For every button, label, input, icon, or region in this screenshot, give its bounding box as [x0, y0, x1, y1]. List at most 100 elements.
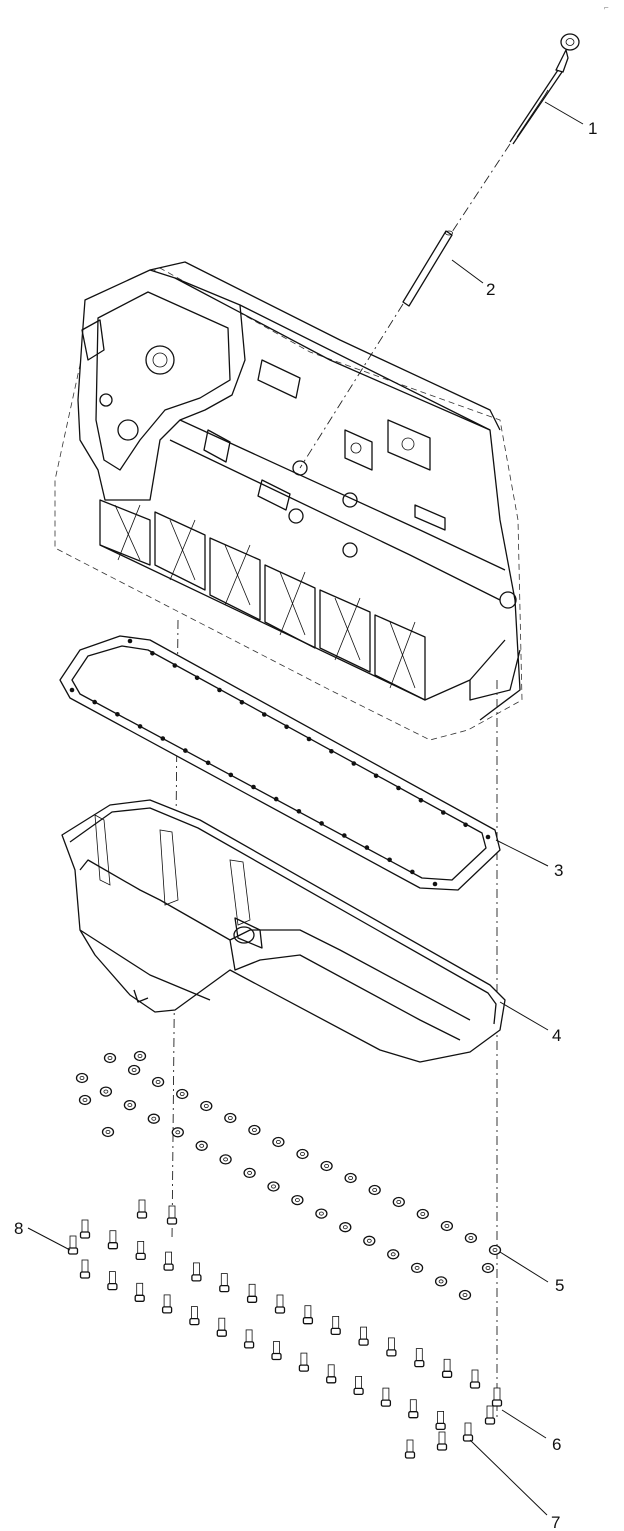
callout-6: 6: [552, 1435, 561, 1454]
washer: [368, 1184, 381, 1196]
gasket-hole: [284, 724, 289, 730]
bolt: [302, 1305, 314, 1325]
gasket-hole: [342, 833, 347, 838]
washer: [363, 1235, 376, 1246]
bolt: [380, 1387, 392, 1407]
gasket-hole: [296, 809, 302, 814]
washer: [78, 1094, 92, 1106]
gasket-hole: [432, 881, 438, 887]
washer: [291, 1194, 304, 1206]
washer: [344, 1172, 357, 1184]
washer: [434, 1276, 448, 1287]
callout-7: 7: [551, 1513, 560, 1531]
gasket-hole: [319, 821, 324, 826]
washers: [75, 1050, 502, 1301]
gasket-hole: [115, 712, 120, 717]
washer: [410, 1262, 424, 1274]
callout-4: 4: [552, 1026, 561, 1045]
gasket-hole: [251, 784, 256, 790]
gasket-hole: [441, 810, 446, 815]
gasket-hole: [150, 651, 155, 656]
washer: [267, 1181, 280, 1192]
dipstick: [509, 33, 580, 145]
gasket-hole: [410, 869, 415, 875]
bolt: [462, 1422, 474, 1442]
callout-leaders: [27, 101, 584, 1516]
washer: [123, 1099, 137, 1111]
gasket-hole: [239, 700, 245, 705]
washer: [315, 1208, 328, 1219]
bolt: [107, 1271, 118, 1291]
washer: [151, 1076, 165, 1088]
gasket-hole: [92, 699, 97, 705]
engine-block: [54, 261, 523, 741]
dipstick-tube: [402, 230, 453, 307]
bolt: [136, 1199, 148, 1219]
bolt: [189, 1306, 200, 1326]
bolt: [358, 1326, 369, 1346]
bolt: [243, 1329, 255, 1349]
bolt: [216, 1317, 227, 1337]
bolt: [274, 1294, 286, 1314]
washer: [200, 1100, 213, 1112]
bolt: [436, 1431, 448, 1451]
oil-pan-gasket: [59, 635, 501, 891]
gasket-hole: [463, 822, 468, 828]
washer: [392, 1196, 405, 1208]
washer: [416, 1208, 429, 1220]
washer: [99, 1086, 113, 1097]
washer: [101, 1126, 115, 1138]
bolt: [414, 1348, 425, 1368]
bolt: [491, 1387, 503, 1407]
callout-2: 2: [486, 280, 495, 299]
washer: [176, 1088, 189, 1100]
washer: [458, 1289, 472, 1301]
washer: [481, 1262, 495, 1274]
gasket-hole: [69, 687, 75, 693]
gasket-hole: [306, 736, 312, 742]
bolt: [219, 1273, 230, 1293]
gasket-holes: [69, 638, 491, 887]
bolt: [404, 1439, 416, 1459]
bolt: [330, 1316, 341, 1336]
oil-pan: [61, 799, 506, 1063]
bolt: [353, 1376, 364, 1396]
bolt: [79, 1219, 91, 1239]
bolt: [161, 1294, 173, 1314]
bolt: [408, 1399, 419, 1419]
washer: [488, 1244, 502, 1256]
bolt: [441, 1358, 453, 1378]
washer: [103, 1052, 117, 1064]
gasket-hole: [205, 760, 211, 766]
gasket-hole: [194, 675, 200, 681]
bolt: [386, 1337, 397, 1357]
gasket-hole: [396, 785, 401, 791]
bolt: [107, 1230, 119, 1250]
corner-mark: ⌐: [604, 3, 609, 12]
washer: [219, 1154, 232, 1165]
washer: [147, 1113, 160, 1124]
callout-8: 8: [14, 1219, 23, 1238]
washer: [272, 1136, 285, 1148]
gasket-hole: [373, 773, 379, 779]
gasket-hole: [183, 748, 188, 753]
washer: [320, 1160, 333, 1172]
bolt: [326, 1364, 337, 1384]
bolt: [134, 1282, 145, 1302]
bolt: [163, 1251, 174, 1271]
gasket-hole: [485, 834, 491, 840]
washer: [248, 1124, 261, 1136]
washer: [339, 1222, 352, 1233]
gasket-hole: [137, 724, 143, 729]
washer: [440, 1220, 454, 1232]
bolts: [67, 1199, 503, 1459]
gasket-hole: [172, 663, 178, 668]
gasket-hole: [228, 772, 234, 778]
callout-5: 5: [555, 1276, 564, 1295]
bolt: [79, 1259, 91, 1279]
washer: [195, 1140, 208, 1151]
washer: [224, 1112, 237, 1124]
bolt: [246, 1283, 258, 1303]
callout-1: 1: [588, 119, 597, 138]
